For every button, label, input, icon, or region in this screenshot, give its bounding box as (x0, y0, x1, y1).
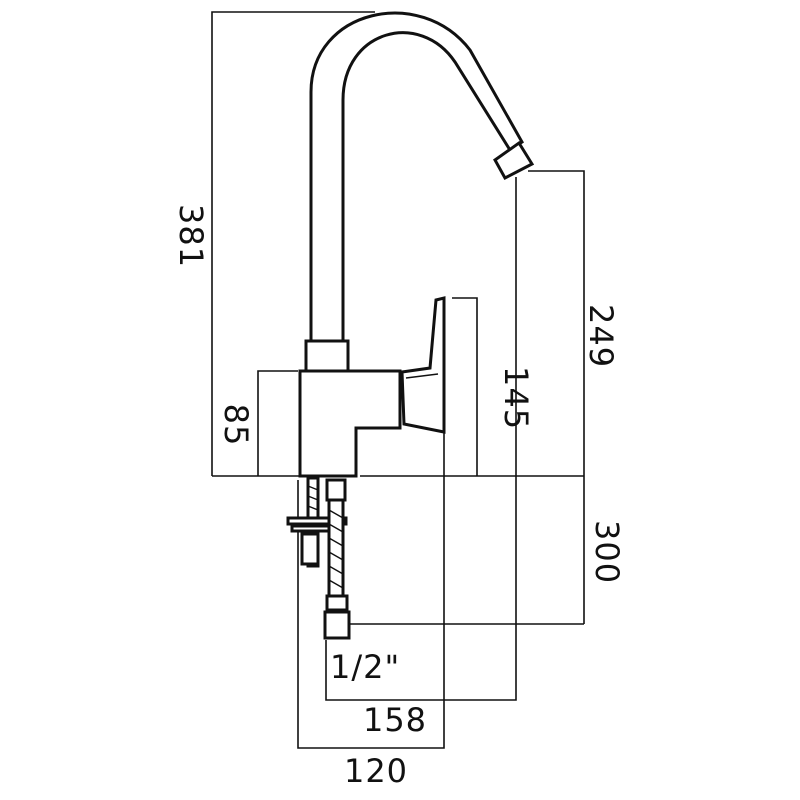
label-base-width: 120 (344, 752, 408, 790)
label-reach: 158 (363, 701, 427, 739)
spout (309, 11, 524, 344)
hose-connector-nut (323, 610, 351, 640)
mixer-body (298, 369, 402, 478)
label-lever-height: 145 (497, 366, 535, 430)
thread-mark (307, 485, 319, 491)
backnut (300, 532, 320, 566)
dimension-labels: 381 85 145 249 300 1/2" 158 120 (172, 204, 626, 790)
dim-line-base-width (297, 432, 445, 749)
hose-braid (328, 509, 344, 519)
dim-line-lever-height (452, 297, 478, 476)
label-spout-height: 249 (582, 304, 620, 368)
hose-braid (328, 565, 344, 575)
hose-braid (328, 551, 344, 561)
lever-edge (405, 373, 439, 379)
hose-connector-bottom (325, 594, 349, 612)
thread-mark (307, 505, 319, 511)
thread-mark (307, 495, 319, 501)
spout-outlet (493, 140, 535, 181)
label-below-deck: 300 (588, 520, 626, 584)
under-deck-fittings (286, 476, 351, 640)
hose-braid (328, 537, 344, 547)
tap-body (298, 11, 535, 478)
dimension-lines (211, 11, 585, 749)
dim-line-reach (325, 177, 517, 701)
lever-handle (400, 296, 446, 434)
label-connection-size: 1/2" (330, 648, 400, 686)
dim-line-spout-height (528, 170, 585, 624)
dim-line-base-height (257, 370, 298, 476)
dim-line-total-height (211, 11, 375, 476)
hose-fitting-top (325, 478, 347, 502)
collar (304, 339, 350, 373)
label-base-height: 85 (217, 404, 255, 447)
hose-braid (328, 579, 344, 589)
hose-braid (328, 523, 344, 533)
label-total-height: 381 (172, 204, 210, 268)
backnut-plate (286, 516, 348, 526)
